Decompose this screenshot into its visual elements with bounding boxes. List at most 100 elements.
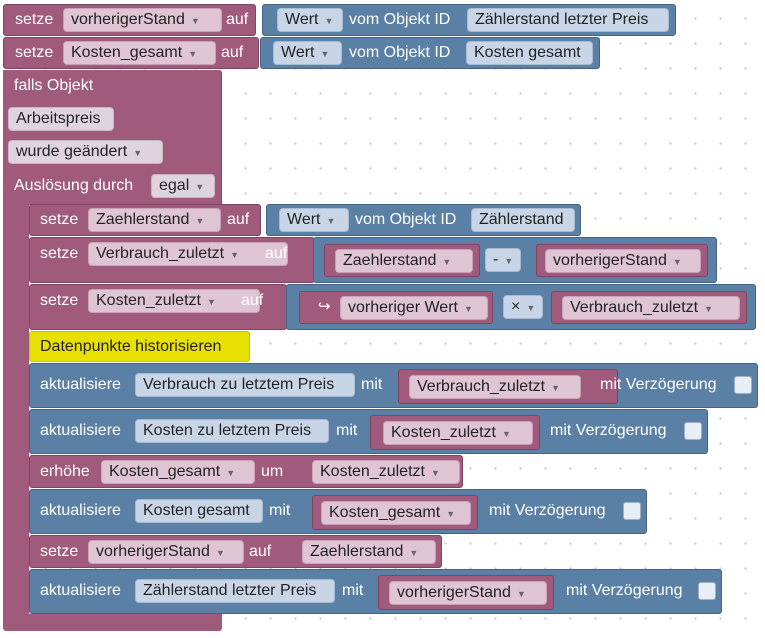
set-verbrauch-zuletzt-block[interactable]: setze Verbrauch_zuletzt▼ auf [29,237,315,283]
variable-get-block[interactable]: Verbrauch_zuletzt▼ [398,369,618,404]
value-variable-dropdown[interactable]: Zaehlerstand▼ [302,540,436,564]
set-vorherigerstand-inner-block[interactable]: setze vorherigerStand▼ auf Zaehlerstand▼ [29,535,442,568]
variable-get-block[interactable]: Kosten_zuletzt▼ [370,415,540,450]
attribute-dropdown[interactable]: Wert▼ [277,8,343,32]
set-zaehlerstand-block[interactable]: setze Zaehlerstand▼ auf [29,204,261,236]
trigger-title: falls Objekt [14,77,94,94]
change-type-dropdown[interactable]: wurde geändert▼ [8,140,163,164]
delay-label: mit Verzögerung [566,582,683,599]
object-id-field[interactable]: Zählerstand letzter Preis [467,8,669,32]
set-keyword: setze [15,44,54,61]
variable-dropdown[interactable]: vorherigerStand▼ [88,540,244,564]
variable-dropdown[interactable]: Verbrauch_zuletzt▼ [88,242,288,266]
dropdown-arrow-icon: ▼ [188,49,198,59]
dropdown-arrow-icon: ▼ [516,589,526,599]
update-kosten-gesamt-block[interactable]: aktualisiere Kosten gesamt mit Kosten_ge… [29,489,647,534]
delay-label: mit Verzögerung [600,376,717,393]
previous-value-block[interactable]: ↪ vorheriger Wert▼ [299,291,493,324]
delay-checkbox[interactable] [623,502,641,520]
return-arrow-icon: ↪ [318,298,331,315]
value-variable-dropdown[interactable]: Kosten_zuletzt▼ [312,460,460,484]
delay-label: mit Verzögerung [550,422,667,439]
dropdown-arrow-icon: ▼ [190,16,200,26]
object-id-field[interactable]: Kosten zu letztem Preis [135,419,329,443]
variable-dropdown[interactable]: Kosten_zuletzt▼ [88,289,260,313]
dropdown-arrow-icon: ▼ [320,49,330,59]
auf-keyword: auf [249,543,272,560]
auf-keyword: auf [226,11,249,28]
variable-dropdown[interactable]: vorherigerStand▼ [545,249,701,273]
set-kosten-zuletzt-block[interactable]: setze Kosten_zuletzt▼ auf [29,284,287,330]
update-zaehlerstand-block[interactable]: aktualisiere Zählerstand letzter Preis m… [29,569,722,614]
delay-checkbox[interactable] [734,376,752,394]
variable-dropdown[interactable]: Kosten_gesamt▼ [63,41,216,65]
dropdown-arrow-icon: ▼ [230,250,239,260]
trigger-block-spine [3,204,29,619]
object-id-field[interactable]: Arbeitspreis [8,107,114,131]
variable-dropdown[interactable]: Verbrauch_zuletzt▼ [562,296,740,320]
set-vorherigerstand-block[interactable]: setze vorherigerStand▼ auf [3,4,256,36]
previous-value-dropdown[interactable]: vorheriger Wert▼ [340,296,488,320]
by-keyword: um [261,463,284,480]
operator-dropdown[interactable]: -▼ [485,248,521,272]
set-keyword: setze [40,543,79,560]
auf-keyword: auf [227,211,250,228]
variable-get-block[interactable]: vorherigerStand▼ [536,244,708,277]
variable-dropdown[interactable]: Kosten_gesamt▼ [101,460,255,484]
variable-dropdown[interactable]: Zaehlerstand▼ [88,208,221,232]
object-id-label: vom Objekt ID [349,44,451,61]
variable-dropdown[interactable]: vorherigerStand▼ [389,581,547,605]
increment-kosten-gesamt-block[interactable]: erhöhe Kosten_gesamt▼ um Kosten_zuletzt▼ [29,455,463,488]
operator-dropdown[interactable]: ×▼ [503,295,543,319]
dropdown-arrow-icon: ▼ [215,548,225,558]
variable-dropdown[interactable]: vorherigerStand▼ [63,8,222,32]
update-kosten-block[interactable]: aktualisiere Kosten zu letztem Preis mit… [29,409,708,454]
dropdown-arrow-icon: ▼ [446,509,456,519]
set-kosten-gesamt-block[interactable]: setze Kosten_gesamt▼ auf [3,37,259,69]
get-object-value-block[interactable]: Wert▼ vom Objekt ID Zählerstand letzter … [262,4,676,36]
update-verbrauch-block[interactable]: aktualisiere Verbrauch zu letztem Preis … [29,363,758,408]
variable-dropdown[interactable]: Zaehlerstand▼ [335,249,473,273]
attribute-dropdown[interactable]: Wert▼ [279,208,349,232]
object-id-field[interactable]: Zählerstand [471,208,575,232]
set-keyword: setze [40,245,79,262]
comment-block[interactable]: Datenpunkte historisieren [29,331,250,362]
variable-get-block[interactable]: Zaehlerstand▼ [324,244,480,277]
variable-dropdown[interactable]: Kosten_gesamt▼ [321,501,471,525]
math-operation-block[interactable]: Zaehlerstand▼ -▼ vorherigerStand▼ [313,237,717,283]
delay-checkbox[interactable] [684,422,702,440]
with-keyword: mit [336,422,358,439]
update-keyword: aktualisiere [40,376,121,393]
object-id-field[interactable]: Verbrauch zu letztem Preis [135,373,355,397]
variable-get-block[interactable]: Kosten_gesamt▼ [312,495,478,530]
trigger-source-dropdown[interactable]: egal▼ [151,174,215,198]
variable-get-block[interactable]: Verbrauch_zuletzt▼ [551,291,747,324]
object-id-label: vom Objekt ID [355,211,457,228]
dropdown-arrow-icon: ▼ [501,429,511,439]
dropdown-arrow-icon: ▼ [672,257,682,267]
comment-text: Datenpunkte historisieren [40,338,222,355]
auf-keyword: auf [241,292,264,309]
object-id-field[interactable]: Kosten gesamt [135,499,263,523]
increment-keyword: erhöhe [40,463,90,480]
variable-get-block[interactable]: vorherigerStand▼ [378,575,554,610]
dropdown-arrow-icon: ▼ [704,304,713,314]
trigger-block-footer [3,614,222,631]
delay-checkbox[interactable] [698,582,716,600]
set-keyword: setze [40,292,79,309]
with-keyword: mit [269,502,291,519]
attribute-dropdown[interactable]: Wert▼ [273,41,342,65]
delay-label: mit Verzögerung [489,502,606,519]
dropdown-arrow-icon: ▼ [195,182,205,192]
trigger-block-frame[interactable]: falls Objekt Arbeitspreis wurde geändert… [3,70,222,205]
set-keyword: setze [15,11,54,28]
variable-dropdown[interactable]: Kosten_zuletzt▼ [383,421,533,445]
variable-dropdown[interactable]: Verbrauch_zuletzt▼ [409,375,581,399]
update-keyword: aktualisiere [40,422,121,439]
dropdown-arrow-icon: ▼ [463,304,473,314]
get-object-value-block[interactable]: Wert▼ vom Objekt ID Kosten gesamt [260,37,600,69]
object-id-field[interactable]: Zählerstand letzter Preis [135,579,335,603]
get-object-value-block[interactable]: Wert▼ vom Objekt ID Zählerstand [266,204,581,236]
math-operation-block[interactable]: ↪ vorheriger Wert▼ ×▼ Verbrauch_zuletzt▼ [286,284,756,330]
object-id-field[interactable]: Kosten gesamt [466,41,593,65]
